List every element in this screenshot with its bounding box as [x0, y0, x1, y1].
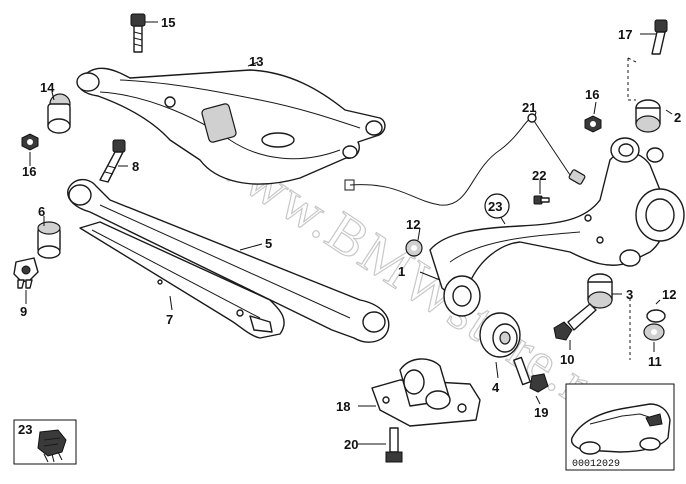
vehicle-location-inset: 00012029 — [565, 383, 675, 471]
bushing-2 — [635, 99, 661, 133]
lower-link — [79, 221, 285, 339]
callout-11: 11 — [648, 354, 662, 369]
nut-16-right — [584, 115, 602, 133]
carrier-bushing-1 — [443, 275, 481, 317]
nut-11 — [643, 323, 665, 341]
lower-control-arm — [67, 179, 390, 343]
bolt-10 — [553, 303, 597, 341]
callout-19: 19 — [534, 405, 548, 420]
callout-9: 9 — [20, 304, 27, 319]
bolt-19 — [513, 356, 549, 393]
callout-23-circled: 23 — [484, 193, 510, 219]
leader-lines — [25, 21, 673, 445]
mount-18 — [371, 358, 481, 427]
clip-23-inset — [13, 419, 77, 465]
bolt-15 — [130, 13, 146, 53]
bolt-20 — [385, 427, 403, 463]
callout-17: 17 — [618, 27, 632, 42]
callout-7: 7 — [166, 312, 173, 327]
callout-21: 21 — [522, 100, 536, 115]
callout-23-inset: 23 — [18, 422, 32, 437]
callout-1: 1 — [398, 264, 405, 279]
bushing-4 — [479, 312, 521, 358]
callout-3: 3 — [626, 287, 633, 302]
callout-13: 13 — [249, 54, 263, 69]
nut-12-left — [405, 239, 423, 257]
assembly-guides — [627, 57, 637, 360]
mount-9 — [13, 257, 39, 289]
callout-12-right: 12 — [662, 287, 676, 302]
callout-6: 6 — [38, 204, 45, 219]
callout-10: 10 — [560, 352, 574, 367]
upper-control-arm — [76, 67, 386, 185]
abs-sensor-wire — [344, 113, 586, 206]
diagram-id: 00012029 — [572, 459, 620, 470]
bushing-6 — [37, 221, 61, 259]
callout-5: 5 — [265, 236, 272, 251]
washer-12-right — [646, 309, 666, 323]
callout-20: 20 — [344, 437, 358, 452]
svg-text:23: 23 — [488, 199, 502, 214]
callout-labels: 15 13 14 16 8 6 9 7 5 1 4 19 18 20 12 22… — [18, 15, 681, 452]
bushing-14 — [47, 93, 71, 134]
callout-12-left: 12 — [406, 217, 420, 232]
callout-14: 14 — [40, 80, 55, 95]
wheel-carrier — [429, 137, 685, 295]
screw-22 — [533, 195, 550, 205]
callout-18: 18 — [336, 399, 350, 414]
bolt-8 — [99, 139, 126, 183]
bushing-3 — [587, 273, 613, 309]
callout-22: 22 — [532, 168, 546, 183]
callout-2: 2 — [674, 110, 681, 125]
bolt-17 — [651, 19, 668, 55]
callout-8: 8 — [132, 159, 139, 174]
callout-4: 4 — [492, 380, 500, 395]
callout-16-left: 16 — [22, 164, 36, 179]
nut-16-left — [21, 133, 39, 151]
callout-15: 15 — [161, 15, 175, 30]
callout-16-right: 16 — [585, 87, 599, 102]
